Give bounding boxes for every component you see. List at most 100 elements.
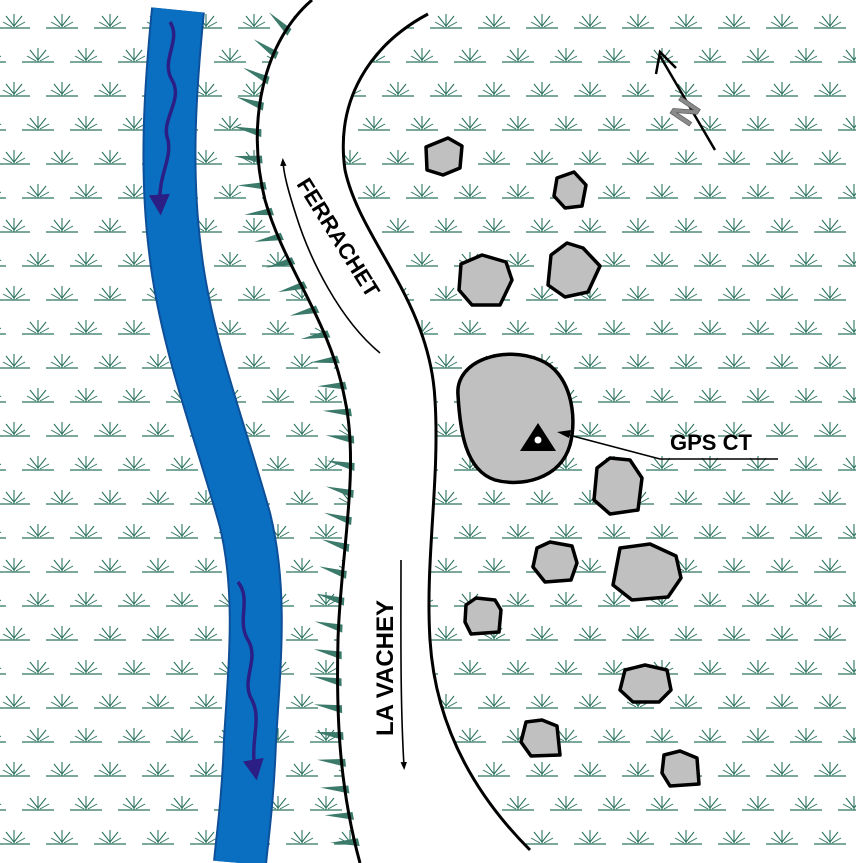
cliff-tick: [268, 12, 292, 36]
marsh-tuft-icon: [69, 659, 103, 675]
marsh-tuft-icon: [69, 523, 103, 539]
marsh-tuft-icon: [789, 659, 823, 675]
marsh-tuft-icon: [285, 625, 319, 641]
marsh-tuft-icon: [0, 625, 31, 641]
cliff-tick: [317, 758, 346, 767]
marsh-tuft-icon: [405, 251, 439, 267]
marsh-tuft-icon: [813, 625, 847, 641]
marsh-tuft-icon: [0, 149, 31, 165]
marsh-tuft-icon: [621, 13, 655, 29]
marsh-tuft-icon: [573, 353, 607, 369]
marsh-tuft-icon: [453, 319, 487, 335]
marsh-tuft-icon: [525, 761, 559, 777]
marsh-tuft-icon: [45, 285, 79, 301]
marsh-tuft-icon: [669, 353, 703, 369]
marsh-tuft-icon: [117, 319, 151, 335]
marsh-tuft-icon: [93, 421, 127, 437]
marsh-tuft-icon: [429, 81, 463, 97]
marsh-tuft-icon: [789, 455, 823, 471]
marsh-tuft-icon: [669, 285, 703, 301]
marsh-tuft-icon: [789, 115, 823, 131]
marsh-tuft-icon: [669, 13, 703, 29]
marsh-tuft-icon: [789, 727, 823, 743]
marsh-tuft-icon: [813, 13, 847, 29]
cliff-tick: [317, 381, 347, 390]
marsh-tuft-icon: [0, 727, 7, 743]
marsh-tuft-icon: [357, 115, 391, 131]
cliff-tick: [325, 435, 355, 444]
marsh-tuft-icon: [741, 523, 775, 539]
marsh-tuft-icon: [213, 319, 247, 335]
marsh-tuft-icon: [189, 625, 223, 641]
marsh-tuft-icon: [741, 47, 775, 63]
marsh-tuft-icon: [741, 591, 775, 607]
marsh-tuft-icon: [693, 319, 727, 335]
marsh-tuft-icon: [21, 727, 55, 743]
boulder-field: [424, 136, 701, 788]
marsh-tuft-icon: [717, 149, 751, 165]
marsh-tuft-icon: [237, 217, 271, 233]
marsh-tuft-icon: [813, 217, 847, 233]
marsh-tuft-icon: [69, 727, 103, 743]
marsh-tuft-icon: [837, 319, 856, 335]
boulder: [457, 253, 514, 307]
marsh-tuft-icon: [141, 489, 175, 505]
marsh-tuft-icon: [141, 421, 175, 437]
marsh-tuft-icon: [597, 115, 631, 131]
boulder: [531, 540, 579, 584]
marsh-tuft-icon: [765, 693, 799, 709]
marsh-tuft-icon: [717, 217, 751, 233]
marsh-tuft-icon: [717, 489, 751, 505]
marsh-tuft-icon: [45, 625, 79, 641]
marsh-tuft-icon: [525, 693, 559, 709]
marsh-tuft-icon: [621, 421, 655, 437]
marsh-tuft-icon: [21, 455, 55, 471]
marsh-tuft-icon: [21, 183, 55, 199]
marsh-tuft-icon: [837, 795, 856, 811]
marsh-tuft-icon: [141, 693, 175, 709]
marsh-tuft-icon: [93, 353, 127, 369]
marsh-tuft-icon: [765, 285, 799, 301]
marsh-tuft-icon: [189, 693, 223, 709]
marsh-tuft-icon: [45, 829, 79, 845]
marsh-tuft-icon: [0, 13, 31, 29]
marsh-tuft-icon: [789, 47, 823, 63]
marsh-tuft-icon: [69, 591, 103, 607]
marsh-tuft-icon: [525, 489, 559, 505]
marsh-tuft-icon: [189, 557, 223, 573]
marsh-tuft-icon: [309, 387, 343, 403]
marsh-tuft-icon: [93, 217, 127, 233]
marsh-tuft-icon: [93, 761, 127, 777]
marsh-tuft-icon: [0, 183, 7, 199]
cliff-tick: [237, 182, 267, 190]
marsh-tuft-icon: [93, 81, 127, 97]
marsh-tuft-icon: [717, 13, 751, 29]
marsh-tuft-icon: [837, 591, 856, 607]
marsh-tuft-icon: [0, 81, 31, 97]
marsh-tuft-icon: [525, 625, 559, 641]
marsh-tuft-icon: [693, 727, 727, 743]
boulder: [592, 456, 644, 516]
marsh-tuft-icon: [213, 251, 247, 267]
marsh-tuft-icon: [741, 795, 775, 811]
cliff-tick: [313, 676, 342, 687]
marsh-tuft-icon: [165, 795, 199, 811]
marsh-tuft-icon: [69, 387, 103, 403]
marsh-tuft-icon: [765, 489, 799, 505]
marsh-tuft-icon: [141, 761, 175, 777]
marsh-tuft-icon: [21, 523, 55, 539]
marsh-tuft-icon: [0, 795, 7, 811]
marsh-tuft-icon: [813, 557, 847, 573]
marsh-tuft-icon: [501, 115, 535, 131]
marsh-tuft-icon: [573, 149, 607, 165]
marsh-tuft-icon: [261, 455, 295, 471]
marsh-tuft-icon: [0, 285, 31, 301]
marsh-tuft-icon: [69, 319, 103, 335]
boulder: [660, 749, 701, 788]
marsh-tuft-icon: [69, 115, 103, 131]
marsh-tuft-icon: [693, 455, 727, 471]
marsh-tuft-icon: [93, 693, 127, 709]
marsh-tuft-icon: [501, 795, 535, 811]
marsh-tuft-icon: [717, 353, 751, 369]
